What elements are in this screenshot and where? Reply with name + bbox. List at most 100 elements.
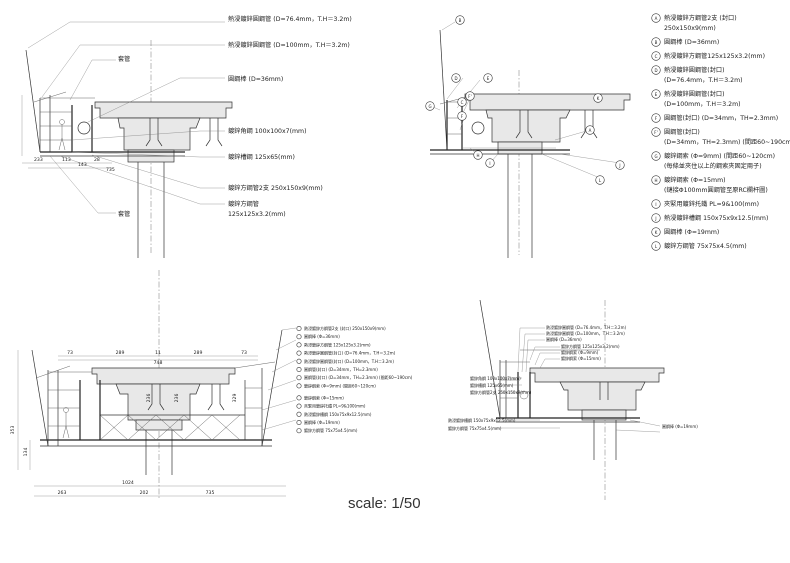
callout-bubble — [473, 150, 483, 160]
section-4-label: 圓鋼棒 (D=36mm) — [546, 336, 582, 342]
top-dimension: 73 — [67, 350, 73, 356]
callout-code: E — [487, 76, 490, 81]
legend-code: F — [655, 116, 658, 121]
side-dimension: 134 — [23, 448, 29, 457]
legend-bubble — [651, 199, 661, 209]
section-1-label: 鍍鋅方鋼管2支 250x150x9(mm) — [228, 184, 323, 192]
bottom-dimension: 263 — [58, 490, 67, 496]
legend-text: 鍍鋅鋼索 (Φ=9mm) (間距60~120cm) — [664, 152, 775, 160]
note-bubble — [296, 366, 302, 372]
section-4-label: 鍍鋅方鋼管 75x75x4.5(mm) — [448, 425, 502, 431]
legend-text: 圓鋼棒 (Φ=19mm) — [664, 228, 719, 236]
callout-bubble — [465, 91, 475, 101]
note-bubble — [296, 428, 302, 434]
legend-bubble — [651, 151, 661, 161]
section-4-label: 鍍鋅方鋼管2支 250x150x9(mm) — [470, 389, 532, 395]
legend-code: I — [655, 202, 656, 207]
callout-code: L — [599, 178, 602, 183]
legend-code: A — [655, 16, 658, 21]
callout-bubble — [457, 111, 467, 121]
section-3-note: 熱浸鍍鋅方鋼管 125x125x3.2(mm) — [304, 341, 371, 347]
section-3-note: 鍍鋅鋼索 (Φ=9mm) (間距60~120cm) — [304, 382, 376, 388]
section-1-labels: 熱浸鍍鋅圓鋼管 (D=76.4mm，T.H＝3.2m)熱浸鍍鋅圓鋼管 (D=10… — [118, 15, 352, 218]
top-total-dimension: 748 — [154, 360, 163, 366]
scale-label: scale: 1/50 — [348, 495, 421, 512]
legend-text: 鍍鋅鋼索 (Φ=15mm) — [664, 176, 726, 184]
legend-text: 圓鋼管(封口) — [664, 128, 700, 136]
callout-code: A — [589, 128, 592, 133]
section-1-label: 125x125x3.2(mm) — [228, 211, 286, 218]
section-4-labels: 熱浸鍍鋅圓鋼管 (D=76.4mm，T.H＝3.2m)熱浸鍍鋅圓鋼管 (D=10… — [448, 324, 698, 431]
legend-text: 熱浸鍍鋅圓鋼管(封口) — [664, 66, 725, 74]
legend-code: K — [655, 230, 658, 235]
section-3-note: 夾緊用鍍鋅托鐵 PL=9&100(mm) — [304, 403, 366, 409]
section-1-label: 鍍鋅槽鋼 125x65(mm) — [228, 153, 295, 161]
section-1-dimension: 113 — [62, 157, 71, 163]
callout-bubble — [615, 160, 625, 170]
section-1-dimension: 143 — [78, 162, 87, 168]
callout-code: I — [489, 161, 490, 166]
callout-bubble — [455, 15, 465, 25]
note-bubble — [296, 395, 302, 401]
legend-bubble — [651, 213, 661, 223]
legend-text: 熱浸鍍鋅圓鋼管(封口) — [664, 90, 725, 98]
section-view-2 — [430, 21, 631, 258]
section-4-label: 熱浸鍍鋅圓鋼管 (D=100mm，T.H＝3.2m) — [546, 330, 625, 336]
legend-code: B — [655, 40, 658, 45]
section-1-label: 鍍鋅方鋼管 — [228, 200, 259, 208]
top-dimension: 289 — [194, 350, 203, 356]
legend-bubble — [651, 89, 661, 99]
section-4-label: 圓鋼棒 (Φ=19mm) — [662, 423, 698, 429]
legend-code: L — [655, 244, 658, 249]
section-1-label: 套管 — [118, 210, 130, 218]
section-4-label: 鍍鋅槽鋼 125x65(mm) — [470, 382, 514, 388]
legend-bubble — [651, 51, 661, 61]
legend-code: G — [654, 154, 657, 159]
section-4-label: 鍍鋅鋼索 (Φ=15mm) — [561, 355, 601, 361]
legend-text: (每條並夾住以上的鋼索夾固定兩子) — [664, 162, 762, 170]
legend-code: D — [654, 68, 657, 73]
section-1-label: 熱浸鍍鋅圓鋼管 (D=100mm，T.H＝3.2m) — [228, 41, 350, 49]
section-1-dimension: 28 — [94, 157, 100, 163]
callout-code: C — [461, 100, 464, 105]
bottom-dimension: 735 — [206, 490, 215, 496]
legend-text: 夾緊用鍍鋅托鐵 PL=9&100(mm) — [664, 200, 759, 208]
legend-bubble — [651, 113, 661, 123]
callout-bubble — [425, 101, 435, 111]
legend-text: (D=100mm，T.H＝3.2m) — [664, 101, 741, 108]
section-3-note: 鍍鋅鋼索 (Φ=15mm) — [304, 394, 344, 400]
legend-bubble — [651, 175, 661, 185]
top-dimension: 73 — [241, 350, 247, 356]
section-view-4 — [479, 299, 665, 500]
legend-code: E — [655, 92, 658, 97]
note-bubble — [296, 383, 302, 389]
section-3-note: 熱浸鍍鋅圓鋼管(封口) (D=76.4mm，T.H＝3.2m) — [304, 350, 396, 356]
note-bubble — [296, 375, 302, 381]
note-bubble — [296, 403, 302, 409]
section-3-note: 圓鋼管(封口) (D=34mm，TH=2.3mm) (間距60~190cm) — [304, 374, 413, 380]
callout-code: G — [428, 104, 431, 109]
section-3-note: 熱浸鍍鋅槽鋼 150x75x9x12.5(mm) — [304, 411, 372, 417]
top-dimension: 11 — [155, 350, 161, 356]
note-bubble — [296, 350, 302, 356]
legend-text: (鏈接Φ100mm圓鋼管至原RC欄杆圖) — [664, 186, 768, 194]
section-1-label: 套管 — [118, 55, 130, 63]
legend-bubble — [651, 37, 661, 47]
section-3-note: 熱浸鍍鋅圓鋼管(封口) (D=100mm，T.H＝3.2m) — [304, 358, 394, 364]
legend-text: 圓鋼管(封口) (D=34mm，TH=2.3mm) — [664, 114, 778, 122]
legend-bubble — [651, 127, 661, 137]
bottom-total-dimension: 1024 — [122, 480, 134, 486]
side-dimension: 353 — [10, 426, 16, 435]
section-1-dimension: 233 — [34, 157, 43, 163]
note-bubble — [296, 419, 302, 425]
legend-text: 鍍鋅方鋼管 75x75x4.5(mm) — [664, 242, 747, 250]
top-dimension: 289 — [116, 350, 125, 356]
legend-text: 熱浸鍍鋅方鋼管2支 (封口) — [664, 14, 737, 22]
legend-bubble — [651, 65, 661, 75]
